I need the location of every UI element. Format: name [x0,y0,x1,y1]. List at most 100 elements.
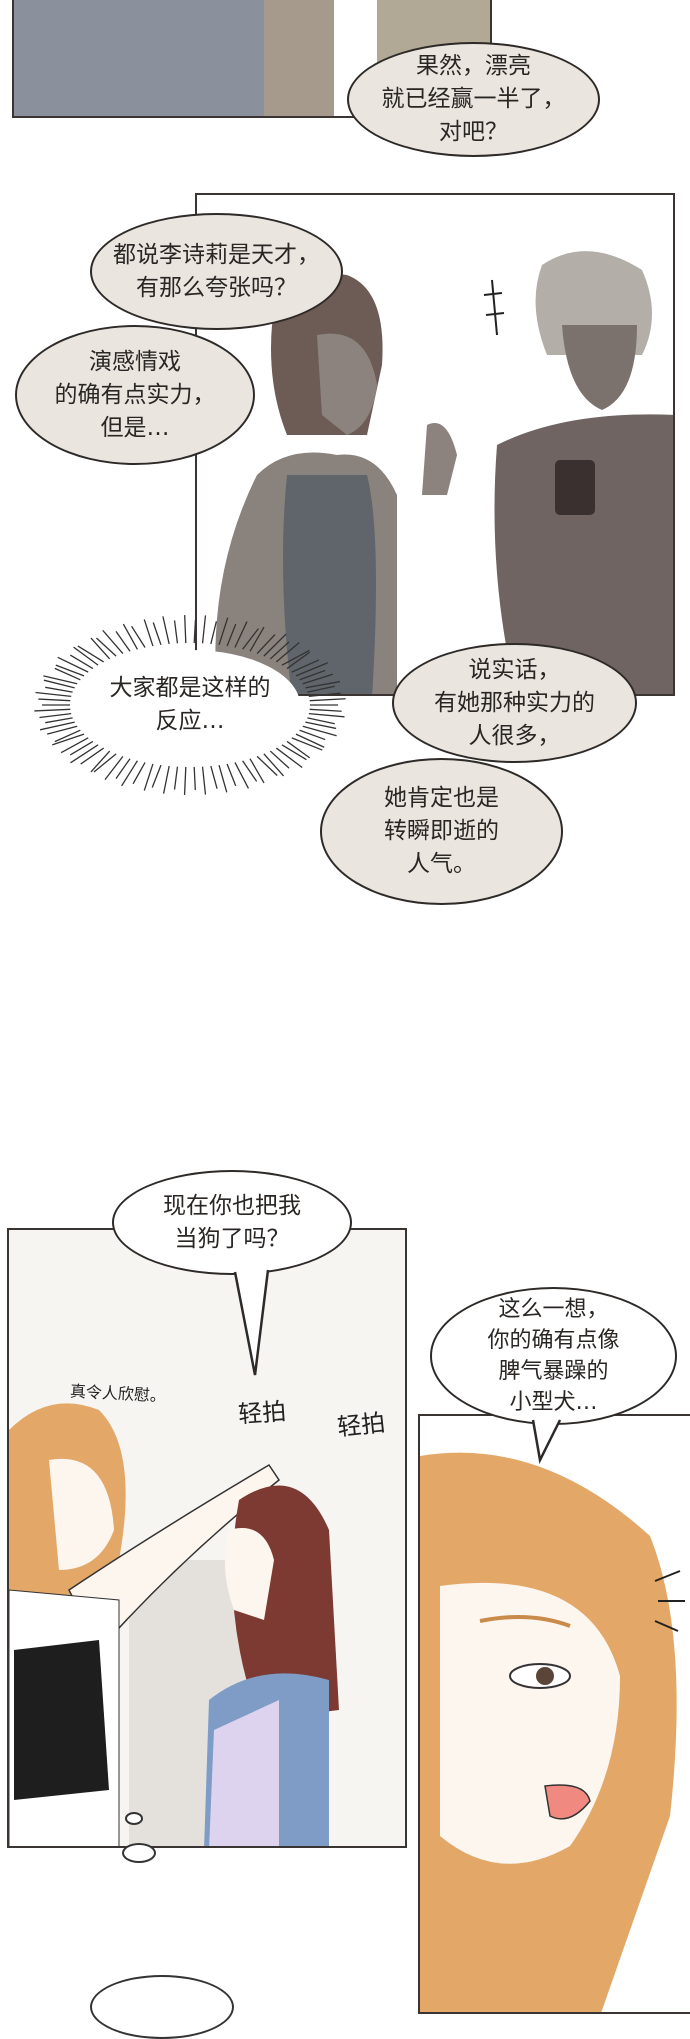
burst-line-mark [132,762,146,785]
thought-dot-medium [122,1843,156,1863]
black-bag [14,1640,109,1800]
burst-line-mark [80,747,105,765]
burst-line-mark [39,712,72,719]
burst-line-mark [184,615,187,644]
bubble-line: 有那么夸张吗？ [136,274,297,301]
burst-line-mark [193,766,196,790]
pupil [536,1667,554,1685]
burst-line-mark [291,737,323,751]
emphasis-marks [654,1570,685,1632]
burst-line-mark [226,763,237,787]
bubble-line: 有她那种实力的 [434,689,595,716]
burst-line-mark [47,725,78,735]
thought-burst: 大家都是这样的 反应… [80,650,300,760]
eyebrow [479,1615,571,1628]
burst-line: 大家都是这样的 [109,675,271,701]
burst-line-mark [115,631,131,652]
phone [555,460,595,515]
burst-line-mark [162,765,170,794]
burst-line-mark [90,750,111,773]
surprise-mark [483,279,505,336]
burst-line-mark [305,721,337,730]
burst-line-mark [286,740,311,759]
panel-4-illustration [420,1452,685,2012]
burst-line-mark [131,625,146,648]
speech-bubble-p2d: 她肯定也是 转瞬即逝的 人气。 [320,758,563,905]
burst-line-mark [151,764,162,788]
burst-line-mark [263,753,285,777]
burst-line-mark [210,765,218,789]
burst-line-mark [52,733,85,746]
bubble-line: 但是… [100,414,170,441]
burst-line-mark [234,762,250,789]
bubble-line: 现在你也把我 [163,1192,301,1219]
burst-line-mark [69,740,94,756]
speech-bubble-p3: 现在你也把我 当狗了吗？ [112,1170,352,1275]
speech-bubble-p2b: 演感情戏 的确有点实力， 但是… [15,325,255,465]
bubble-line: 你的确有点像 [487,1328,620,1353]
burst-line-mark [35,691,72,698]
burst-line-mark [281,744,307,761]
bubble-line: 转瞬即逝的 [384,818,499,844]
brunette-face [225,1528,274,1620]
burst-line-mark [143,763,154,791]
burst-line-mark [45,686,73,693]
burst-line: 反应… [155,708,225,734]
burst-line-mark [93,753,117,773]
speech-bubble-p2a: 都说李诗莉是天才， 有那么夸张吗？ [90,213,343,330]
burst-line-mark [269,750,290,769]
burst-line-mark [295,733,325,748]
burst-line-mark [38,698,71,702]
burst-line-mark [309,708,342,712]
bubble-line: 她肯定也是 [384,785,499,811]
burst-line-mark [249,758,265,784]
woman-face [317,333,377,435]
burst-line-mark [57,656,89,673]
speech-bubble-p4: 这么一想， 你的确有点像 脾气暴躁的 小型犬… [430,1287,677,1425]
bubble-line: 果然，漂亮 [416,53,531,79]
burst-line-mark [43,675,78,685]
panel-4 [418,1414,690,2014]
character-arm [264,0,334,116]
burst-line-mark [143,619,154,647]
burst-line-mark [121,760,138,787]
bubble-line: 人气。 [407,851,476,877]
sfx-pat-1: 轻拍 [237,1397,288,1429]
burst-line-mark [115,758,131,779]
blonde-woman-arm [68,1463,281,1652]
panel-3 [7,1228,407,1848]
woman-hand [422,423,457,495]
bubble-line: 人很多， [468,722,561,749]
burst-line-mark [102,629,124,655]
bubble-line: 脾气暴躁的 [498,1359,609,1384]
burst-line-mark [275,747,303,769]
thought-cloud [90,1975,234,2039]
blonde-woman-face [49,1458,114,1570]
burst-line-mark [95,637,117,657]
burst-line-mark [309,698,346,702]
burst-line-mark [308,712,345,718]
panel-3-illustration [9,1403,339,1846]
burst-line-mark [256,755,278,776]
burst-line-mark [307,717,335,725]
man-body [494,414,673,694]
thought-dot-small [125,1812,143,1825]
burst-line-mark [70,744,99,764]
bubble-line: 当狗了吗？ [174,1225,290,1252]
sfx-pat-2: 轻拍 [335,1408,387,1442]
burst-line-mark [173,620,179,644]
burst-line-mark [242,760,258,782]
burst-line-mark [162,616,170,645]
burst-line-mark [201,766,207,795]
woman-tank-top [283,475,376,694]
burst-line-mark [173,766,179,790]
burst-line-mark [69,654,94,670]
burst-line-mark [122,623,138,650]
burst-line-mark [34,708,71,712]
burst-line-mark [77,645,105,663]
bubble-line: 对吧？ [439,119,508,145]
bubble-line: 小型犬… [509,1390,598,1415]
burst-line-mark [73,646,99,666]
burst-line-mark [60,737,89,754]
burst-line-mark [39,721,75,731]
